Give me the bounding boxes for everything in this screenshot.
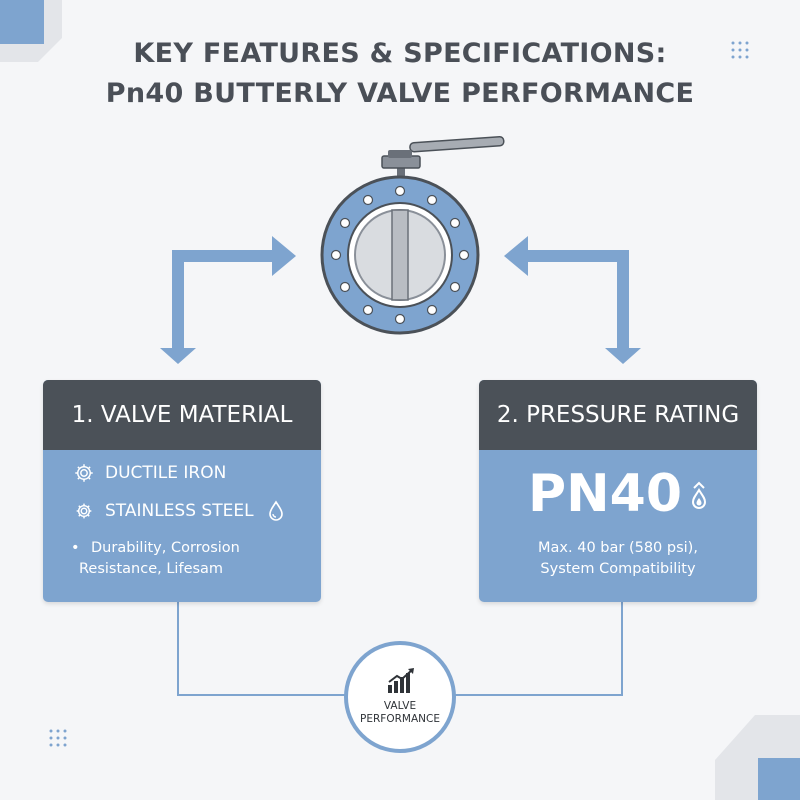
arrow-right-connector [504, 236, 641, 364]
material-description: • Durability, Corrosion Resistance, Lifes… [71, 538, 240, 580]
valve-performance-node: VALVE PERFORMANCE [344, 641, 456, 753]
arrow-left-connector [160, 236, 296, 364]
pressure-description-line-1: Max. 40 bar (580 psi), [538, 540, 698, 556]
pressure-drop-icon [691, 481, 707, 509]
valve-performance-label: VALVE PERFORMANCE [348, 700, 452, 726]
pressure-description-line-2: System Compatibility [540, 561, 696, 577]
page-title: KEY FEATURES & SPECIFICATIONS: Pn40 BUTT… [0, 34, 800, 114]
performance-line-2: PERFORMANCE [360, 713, 440, 725]
material-item-label: DUCTILE IRON [105, 463, 227, 483]
pressure-rating-value: PN40 [479, 462, 757, 526]
material-description-line-2: Resistance, Lifesam [79, 561, 224, 577]
title-line-1: KEY FEATURES & SPECIFICATIONS: [133, 38, 667, 69]
performance-connector [177, 602, 623, 696]
pressure-description: Max. 40 bar (580 psi), System Compatibil… [479, 538, 757, 580]
rising-bar-chart-icon [388, 668, 414, 693]
material-item-label: STAINLESS STEEL [105, 501, 254, 521]
droplet-icon [268, 500, 283, 521]
dot-grid-bottom-left [49, 729, 67, 747]
valve-material-title: 1. VALVE MATERIAL [43, 380, 321, 450]
bullet: • [71, 540, 80, 556]
butterfly-valve-icon [320, 135, 505, 335]
corner-decoration-bottom-right [715, 715, 800, 800]
pressure-rating-title: 2. PRESSURE RATING [479, 380, 757, 450]
pressure-value-text: PN40 [528, 464, 682, 524]
gear-icon [75, 464, 93, 482]
valve-material-card: 1. VALVE MATERIAL DUCTILE IRON STAINLESS… [43, 380, 321, 602]
corner-decoration-top-left [0, 0, 62, 62]
dot-grid-top-right [731, 41, 749, 59]
title-line-2: Pn40 BUTTERLY VALVE PERFORMANCE [105, 78, 695, 109]
gear-icon [76, 503, 92, 519]
material-description-line-1: Durability, Corrosion [91, 540, 240, 556]
pressure-rating-card: 2. PRESSURE RATING PN40 Max. 40 bar (580… [479, 380, 757, 602]
material-item-stainless-steel: STAINLESS STEEL [73, 500, 284, 522]
material-item-ductile-iron: DUCTILE IRON [73, 462, 226, 484]
performance-line-1: VALVE [383, 700, 417, 712]
